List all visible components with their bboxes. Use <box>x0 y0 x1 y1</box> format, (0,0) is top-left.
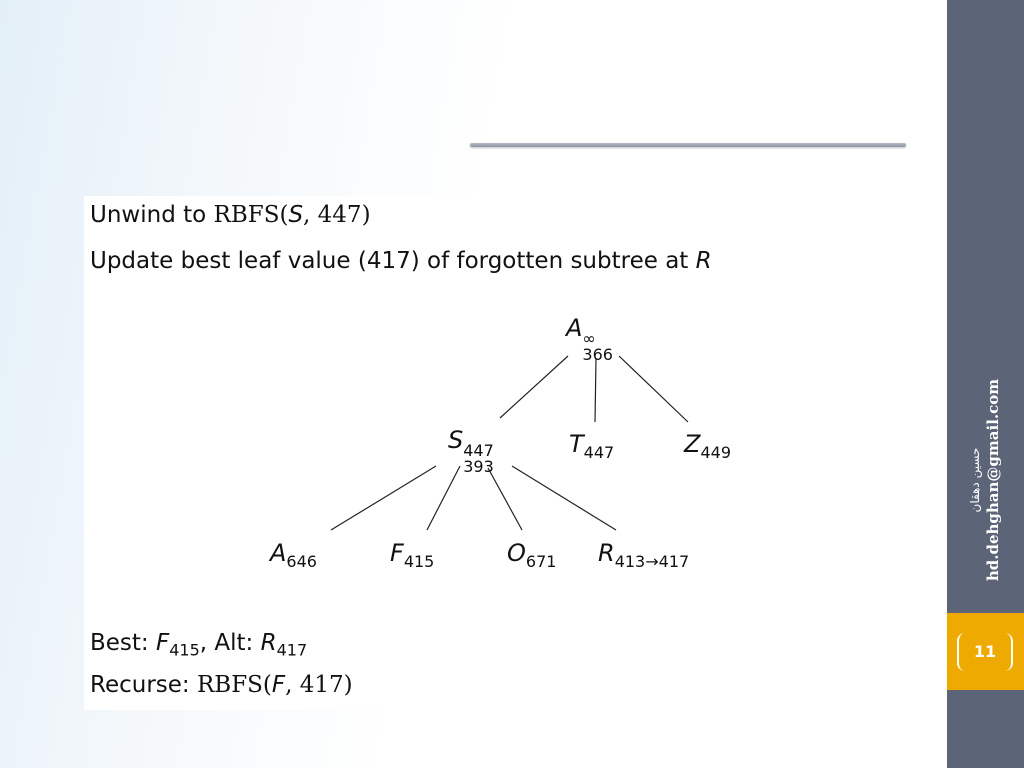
node-t: T447 <box>569 430 615 462</box>
edge-s-f <box>426 465 461 531</box>
author-email: hd.dehghan@gmail.com <box>984 378 1002 582</box>
node-z: Z449 <box>684 430 731 462</box>
title-divider <box>470 143 906 147</box>
page-number-box: 11 <box>947 613 1024 690</box>
edge-a-root-t <box>594 357 597 423</box>
node-a-root: A∞366 <box>566 314 613 364</box>
node-r: R413→417 <box>598 539 690 571</box>
edge-a-root-s <box>499 355 569 419</box>
edge-s-r <box>511 465 617 531</box>
edge-a-root-z <box>618 355 689 423</box>
author-name: حسین دهقان <box>968 447 982 513</box>
edge-s-a-leaf <box>330 465 437 531</box>
update-line: Update best leaf value (417) of forgotte… <box>90 248 712 274</box>
node-o: O671 <box>507 539 557 571</box>
slide-content: Unwind to RBFS(S, 447) Update best leaf … <box>84 196 808 710</box>
recurse-line: Recurse: RBFS(F, 417) <box>90 672 353 698</box>
page-number: 11 <box>957 633 1013 671</box>
edge-s-o <box>487 467 523 531</box>
best-line: Best: F415, Alt: R417 <box>90 630 308 660</box>
unwind-line: Unwind to RBFS(S, 447) <box>90 202 371 228</box>
author-info: حسین دهقان hd.dehghan@gmail.com <box>967 379 1003 581</box>
tree-edges <box>330 355 689 531</box>
node-a-leaf: A646 <box>270 539 317 571</box>
node-f: F415 <box>390 539 435 571</box>
